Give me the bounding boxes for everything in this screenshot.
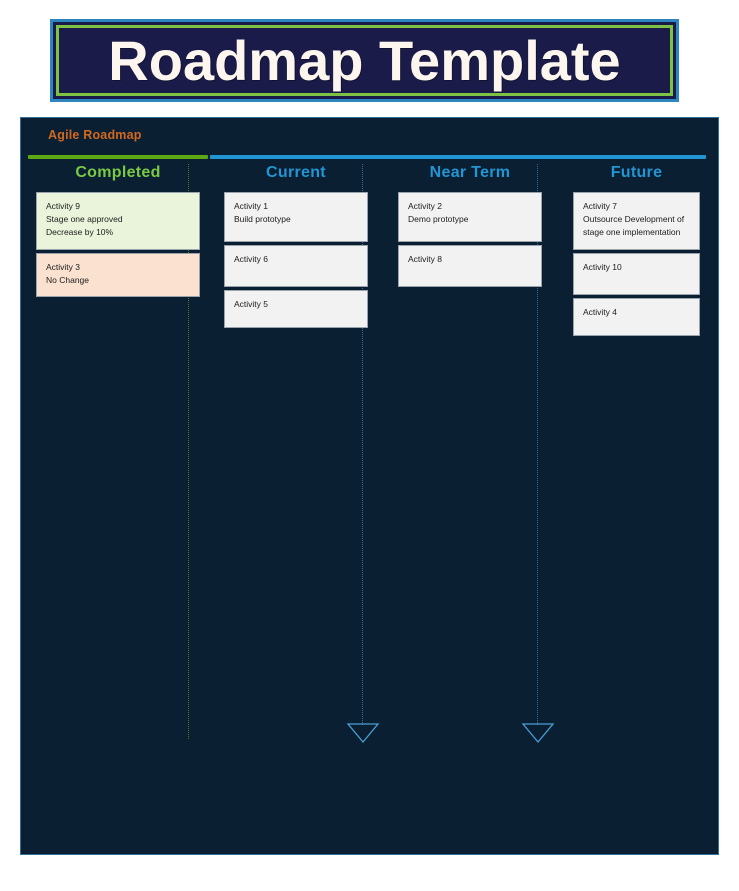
column-future: Future Activity 7 Outsource Development …: [559, 162, 714, 339]
card-list-current: Activity 1 Build prototype Activity 6 Ac…: [210, 192, 382, 328]
rule-completed: [28, 155, 208, 159]
card-activity-6[interactable]: Activity 6: [224, 245, 368, 287]
card-activity-5[interactable]: Activity 5: [224, 290, 368, 328]
card-line: Activity 10: [583, 262, 622, 272]
card-activity-8[interactable]: Activity 8: [398, 245, 542, 287]
card-line: Stage one approved: [46, 214, 123, 224]
card-line: Decrease by 10%: [46, 227, 114, 237]
column-near-term: Near Term Activity 2 Demo prototype Acti…: [384, 162, 556, 290]
column-title-future: Future: [610, 164, 663, 181]
card-list-completed: Activity 9 Stage one approved Decrease b…: [28, 192, 208, 297]
card-list-future: Activity 7 Outsource Development of stag…: [559, 192, 714, 336]
card-activity-10[interactable]: Activity 10: [573, 253, 700, 295]
card-activity-4[interactable]: Activity 4: [573, 298, 700, 336]
card-line: Activity 8: [408, 254, 443, 264]
card-activity-9[interactable]: Activity 9 Stage one approved Decrease b…: [36, 192, 200, 250]
page-title: Roadmap Template: [108, 28, 621, 92]
board-label: Agile Roadmap: [48, 128, 142, 142]
divider-near-future: [537, 164, 538, 725]
card-line: Outsource Development of stage one imple…: [583, 214, 685, 237]
column-title-near-term: Near Term: [429, 164, 511, 181]
column-title-current: Current: [266, 164, 326, 181]
card-line: Activity 2: [408, 201, 443, 211]
roadmap-board: Agile Roadmap Completed Activity 9 Sta: [20, 117, 719, 855]
card-activity-3[interactable]: Activity 3 No Change: [36, 253, 200, 297]
column-completed: Completed Activity 9 Stage one approved …: [28, 162, 208, 300]
card-line: Build prototype: [234, 214, 291, 224]
card-activity-7[interactable]: Activity 7 Outsource Development of stag…: [573, 192, 700, 250]
rule-current-near-future: [210, 155, 706, 159]
card-line: Activity 7: [583, 201, 618, 211]
card-line: Activity 6: [234, 254, 269, 264]
card-line: Demo prototype: [408, 214, 469, 224]
column-title-completed: Completed: [75, 164, 161, 181]
column-current: Current Activity 1 Build prototype Activ…: [210, 162, 382, 331]
card-line: Activity 1: [234, 201, 269, 211]
card-list-near-term: Activity 2 Demo prototype Activity 8: [384, 192, 556, 287]
card-line: No Change: [46, 275, 90, 285]
title-banner-inner: Roadmap Template: [56, 25, 673, 96]
card-line: Activity 9: [46, 201, 81, 211]
card-line: Activity 3: [46, 262, 81, 272]
card-line: Activity 4: [583, 307, 618, 317]
card-activity-2[interactable]: Activity 2 Demo prototype: [398, 192, 542, 242]
card-activity-1[interactable]: Activity 1 Build prototype: [224, 192, 368, 242]
divider-current-near: [362, 164, 363, 725]
divider-completed-current: [188, 164, 189, 739]
title-banner: Roadmap Template: [50, 19, 679, 102]
card-line: Activity 5: [234, 299, 269, 309]
